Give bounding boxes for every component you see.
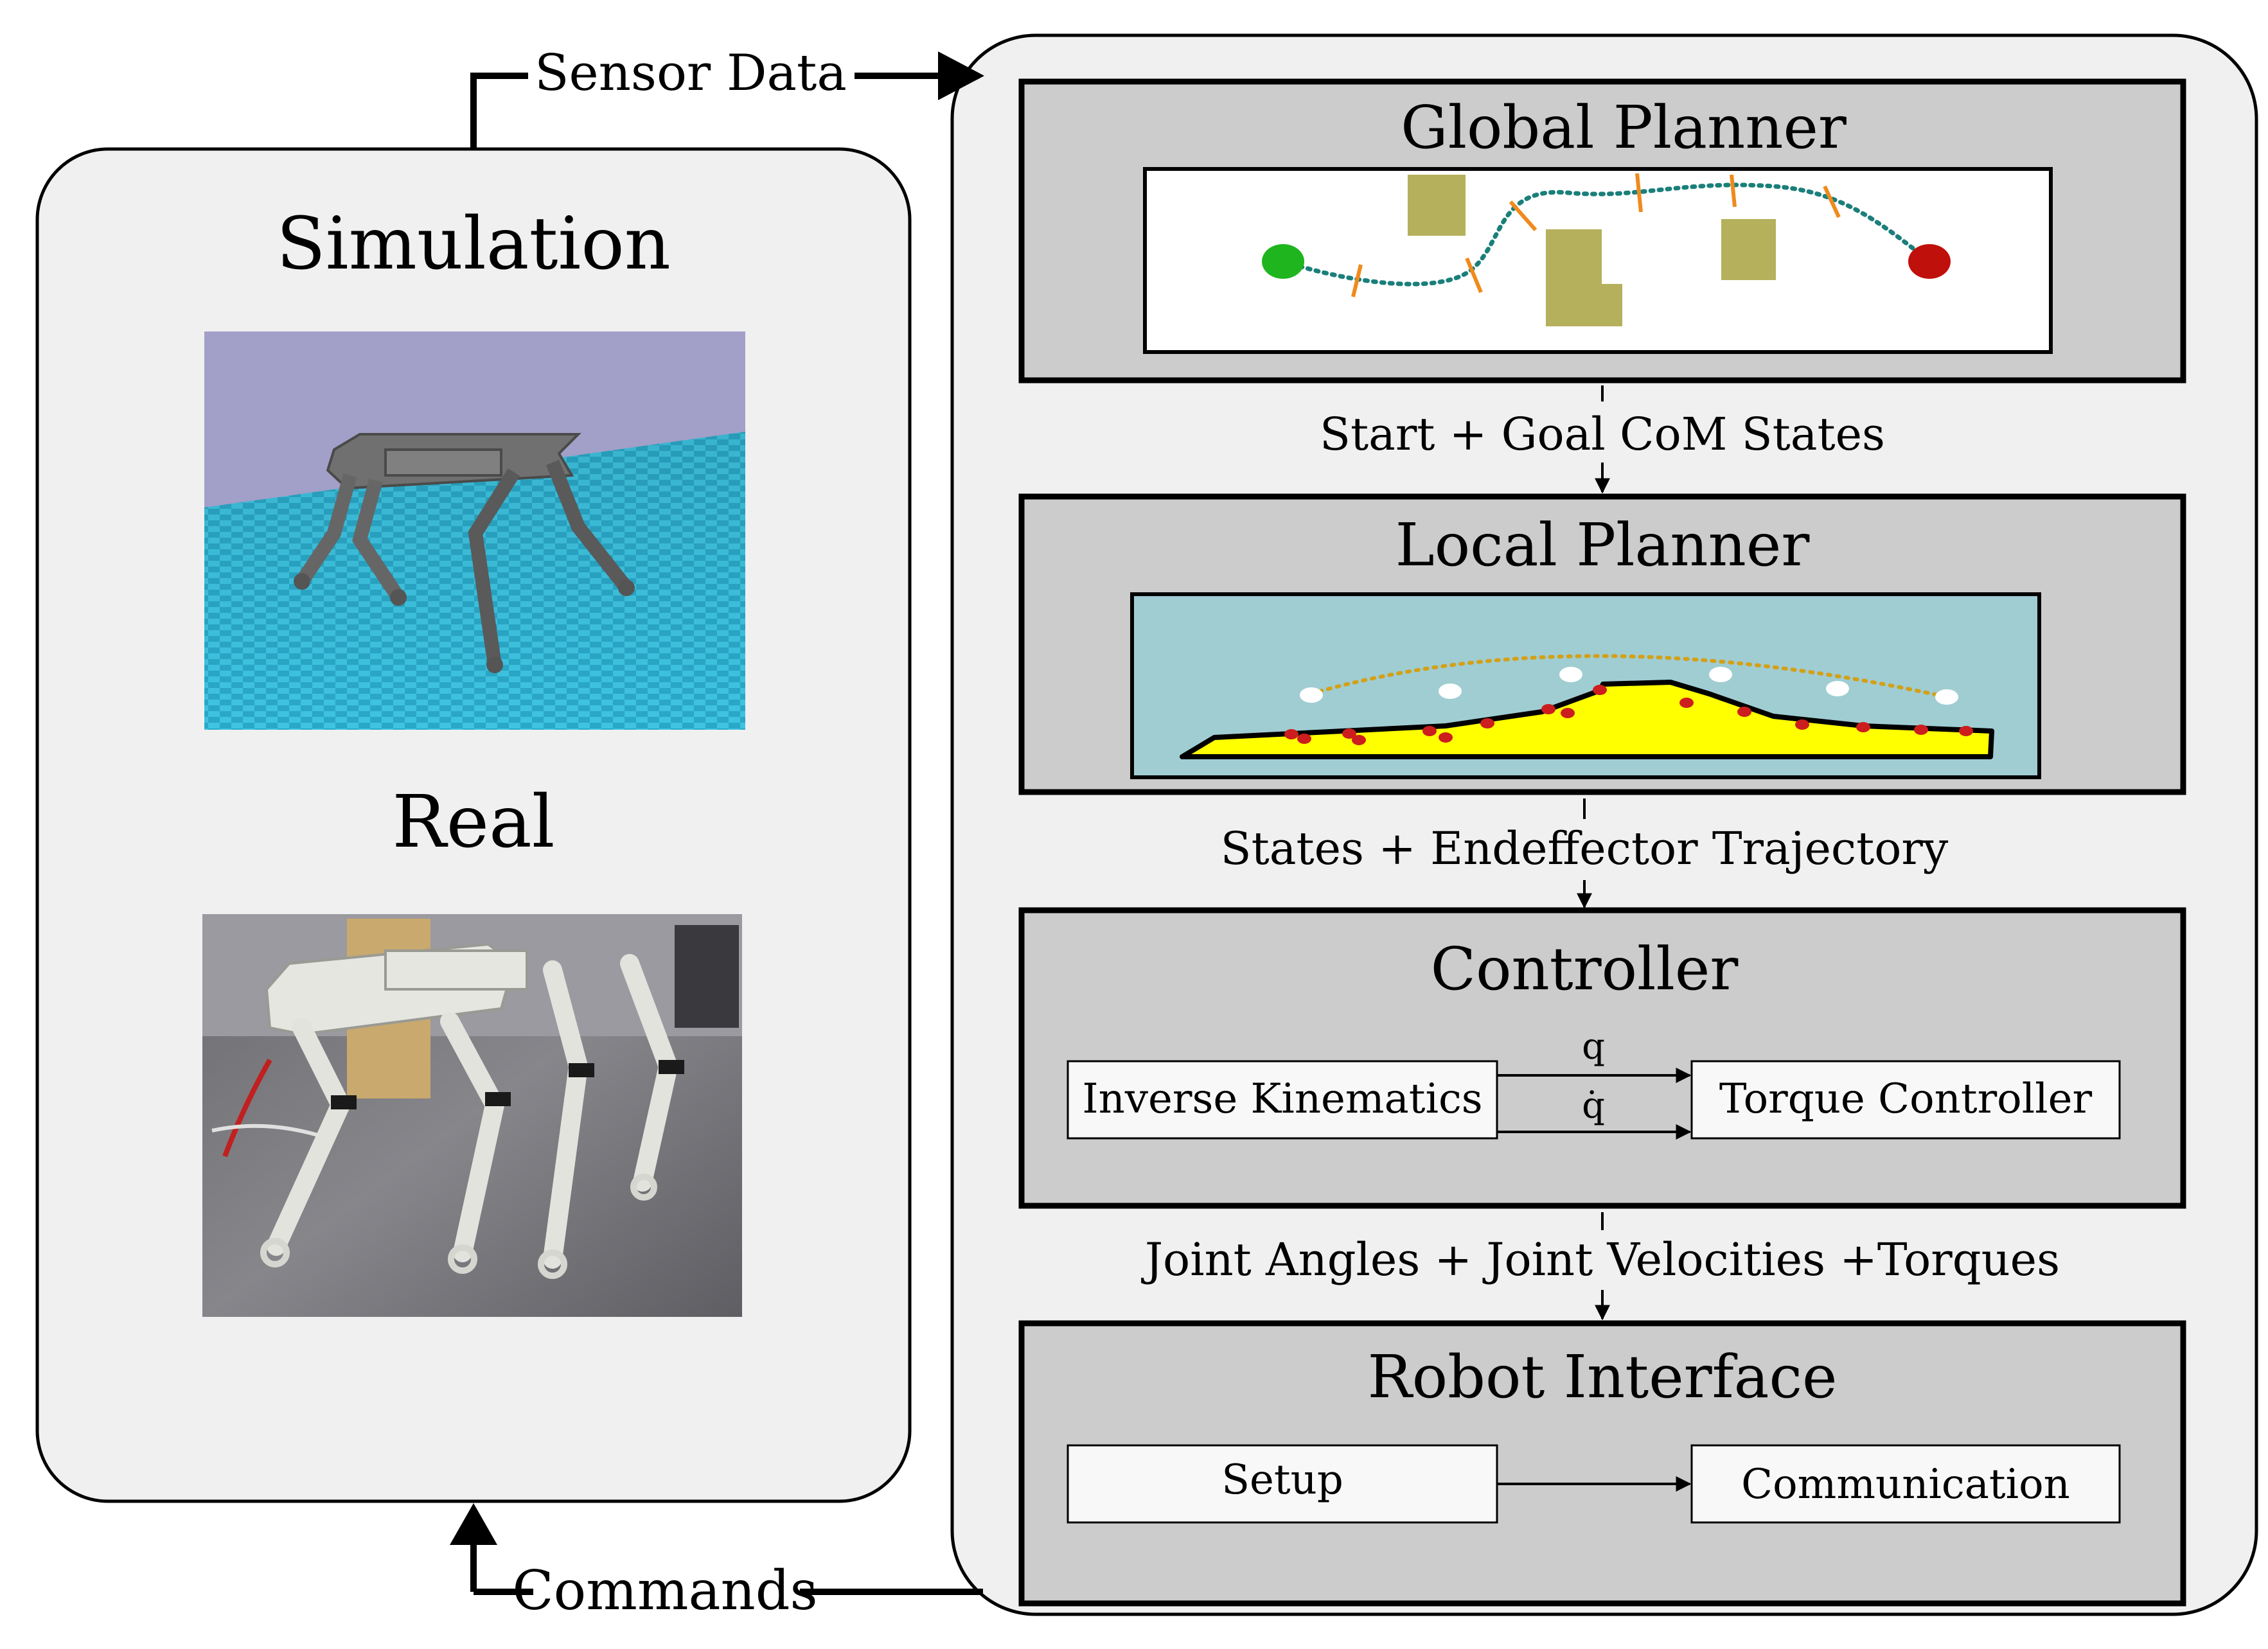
obstacle-1 (1408, 175, 1466, 236)
local-trajectory-view (1130, 592, 2041, 779)
global-planner-title: Global Planner (1401, 93, 1847, 162)
communication-label: Communication (1741, 1461, 2070, 1508)
joint-commands-label: Joint Angles + Joint Velocities +Torques (1141, 1233, 2060, 1286)
local-planner-title: Local Planner (1395, 511, 1810, 579)
start-goal-label: Start + Goal CoM States (1320, 408, 1885, 461)
com-state (1300, 687, 1323, 703)
waypoint-marker (1509, 200, 1537, 231)
joint-position-signal-label: q (1582, 1026, 1605, 1068)
foothold (1439, 732, 1453, 743)
foothold (1284, 729, 1298, 739)
com-state (1826, 681, 1849, 696)
setup-label: Setup (1221, 1456, 1343, 1504)
foothold (1297, 734, 1311, 744)
software-stack-panel (950, 33, 2258, 1616)
simulation-title: Simulation (276, 202, 671, 286)
foothold (1795, 719, 1809, 730)
foothold (1342, 728, 1356, 739)
controller-module (1018, 907, 2186, 1209)
robot-interface-title: Robot Interface (1367, 1343, 1837, 1411)
simulation-render-image (204, 331, 745, 730)
foothold (1422, 726, 1437, 736)
foothold (1914, 725, 1928, 735)
com-state (1439, 683, 1462, 699)
com-state (1935, 689, 1958, 705)
foothold (1480, 718, 1494, 728)
connector-local-to-controller: States + Endeffector Trajectory (1221, 798, 1949, 909)
goal-point (1908, 244, 1951, 279)
setup-block (1067, 1444, 1498, 1524)
obstacle-2 (1546, 229, 1622, 326)
inverse-kinematics-block (1067, 1060, 1498, 1140)
torque-controller-label: Torque Controller (1719, 1075, 2093, 1123)
torque-controller-block (1690, 1060, 2121, 1140)
com-state (1709, 667, 1732, 682)
states-trajectory-label: States + Endeffector Trajectory (1221, 822, 1949, 875)
swing-trajectory (1309, 654, 1949, 699)
obstacle-3 (1721, 219, 1776, 280)
foothold (1737, 707, 1751, 717)
communication-block (1690, 1444, 2121, 1524)
waypoint-marker (1465, 257, 1483, 294)
connector-global-to-local: Start + Goal CoM States (1320, 385, 1885, 494)
global-path-map (1143, 167, 2053, 354)
commands-label: Commands (512, 1559, 817, 1622)
foothold (1959, 726, 1973, 736)
foothold (1561, 708, 1575, 718)
com-state (1559, 667, 1582, 682)
sensor-data-flow: Sensor Data (470, 44, 984, 149)
foothold (1593, 685, 1607, 695)
controller-title: Controller (1431, 935, 1739, 1003)
real-title: Real (392, 780, 554, 864)
waypoint-marker (1351, 264, 1363, 297)
connector-controller-to-interface: Joint Angles + Joint Velocities +Torques (1141, 1212, 2060, 1321)
planned-path (1281, 182, 1932, 287)
start-point (1262, 244, 1304, 279)
joint-velocity-signal-label: q̇ (1582, 1085, 1605, 1127)
foothold (1541, 704, 1555, 714)
waypoint-marker (1730, 174, 1737, 207)
foothold (1352, 735, 1366, 745)
waypoint-marker (1635, 173, 1643, 213)
real-robot-photo (202, 914, 742, 1317)
inverse-kinematics-label: Inverse Kinematics (1082, 1075, 1482, 1123)
sensor-data-label: Sensor Data (535, 44, 847, 102)
foothold (1679, 698, 1694, 708)
waypoint-marker (1823, 185, 1841, 218)
commands-flow: Commands (450, 1503, 983, 1622)
foothold (1856, 722, 1870, 732)
